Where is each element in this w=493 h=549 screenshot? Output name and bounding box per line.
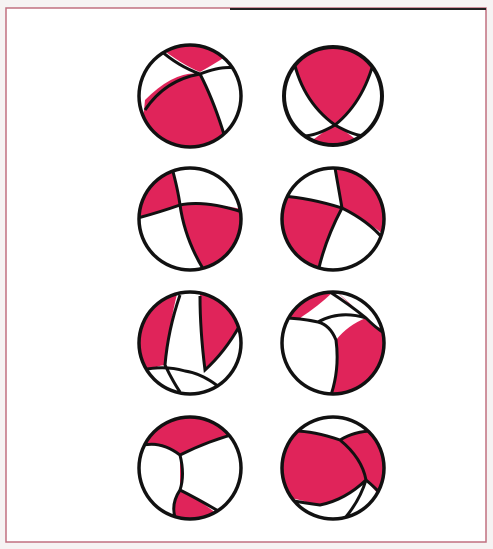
- figure-border: [6, 8, 486, 542]
